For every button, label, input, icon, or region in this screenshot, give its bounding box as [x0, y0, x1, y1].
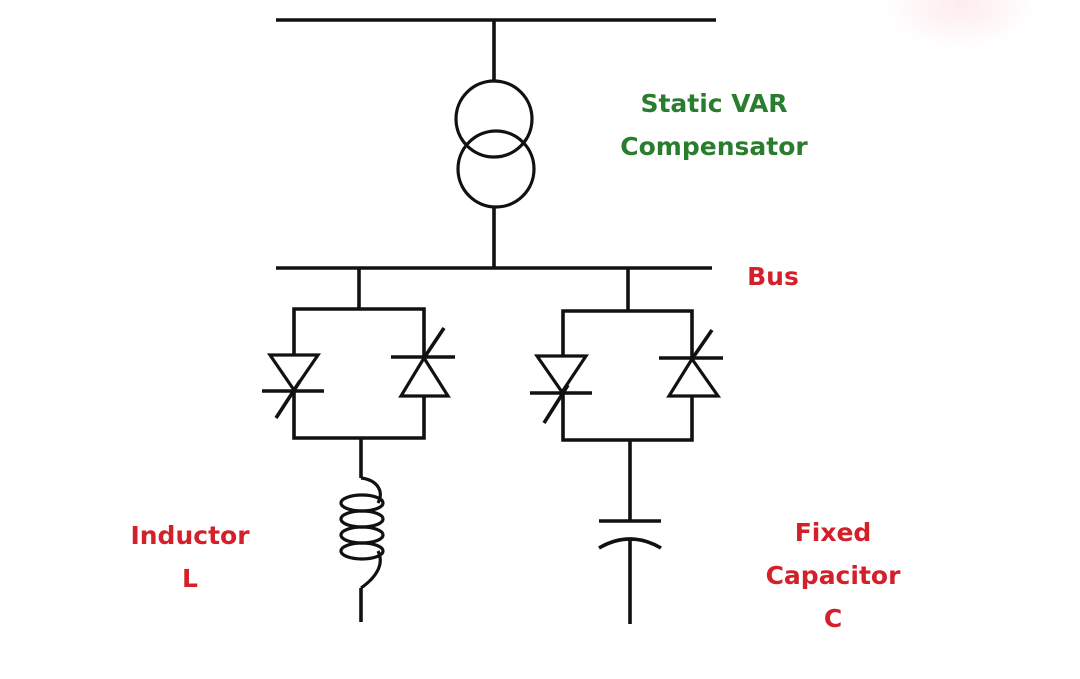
tcr-loop-top [292, 307, 426, 357]
transformer-primary-winding [454, 79, 534, 159]
capacitor-label-line3: C [823, 604, 843, 633]
inductor-icon [339, 476, 385, 590]
tcr-loop-bottom [292, 391, 426, 440]
capacitor-label: Fixed Capacitor C [745, 511, 921, 640]
inductor-label-line1: Inductor [130, 521, 250, 550]
svc-title-line1: Static VAR [640, 89, 788, 118]
svc-title-label: Static VAR Compensator [596, 82, 832, 168]
bus-label: Bus [747, 262, 799, 291]
tcr-branch [262, 268, 455, 622]
inductor-label-line2: L [182, 564, 198, 593]
transformer-secondary-winding [456, 129, 536, 209]
inductor-label: Inductor L [110, 514, 270, 600]
thyristor-icon [530, 354, 592, 424]
tsc-branch [530, 268, 723, 624]
capacitor-label-line1: Fixed [794, 518, 872, 547]
svc-title-line2: Compensator [620, 132, 808, 161]
capacitor-label-line2: Capacitor [765, 561, 901, 590]
transformer-icon [454, 79, 536, 209]
tsc-loop-bottom [561, 393, 694, 442]
tsc-loop-top [561, 309, 694, 358]
